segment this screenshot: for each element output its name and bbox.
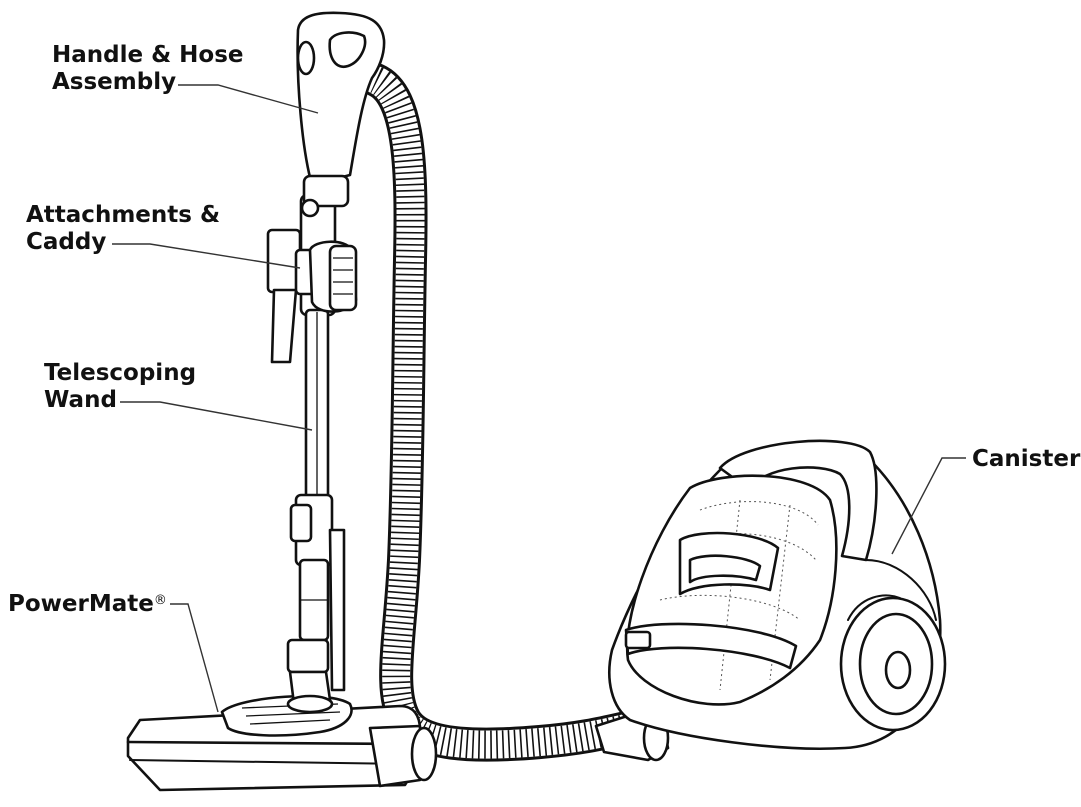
label-handle-hose-assembly: Handle & Hose Assembly	[52, 42, 244, 96]
label-handle-line1: Handle & Hose	[52, 42, 244, 68]
leader-lines	[112, 84, 966, 713]
label-canister: Canister	[972, 446, 1080, 473]
leader-wand	[120, 401, 313, 431]
handle	[296, 11, 386, 218]
leader-powermate	[170, 603, 219, 713]
label-wand-line2: Wand	[44, 387, 117, 413]
powermate-nozzle	[126, 670, 438, 792]
registered-mark: ®	[153, 593, 167, 608]
leader-canister	[891, 457, 966, 555]
label-wand-line1: Telescoping	[44, 360, 197, 386]
telescoping-wand	[286, 193, 346, 692]
label-powermate: PowerMate®	[8, 591, 167, 618]
leader-attachments	[112, 243, 301, 269]
label-handle-line2: Assembly	[52, 69, 177, 95]
label-powermate-text: PowerMate	[8, 591, 154, 617]
label-canister-text: Canister	[972, 446, 1081, 472]
label-telescoping-wand: Telescoping Wand	[44, 360, 196, 414]
leader-handle	[178, 84, 319, 114]
attachments-caddy	[266, 228, 358, 364]
label-attachments-line1: Attachments &	[26, 202, 221, 228]
label-attachments-caddy: Attachments & Caddy	[26, 202, 220, 256]
hose	[359, 63, 657, 762]
label-attachments-line2: Caddy	[26, 229, 107, 255]
canister	[608, 439, 947, 750]
